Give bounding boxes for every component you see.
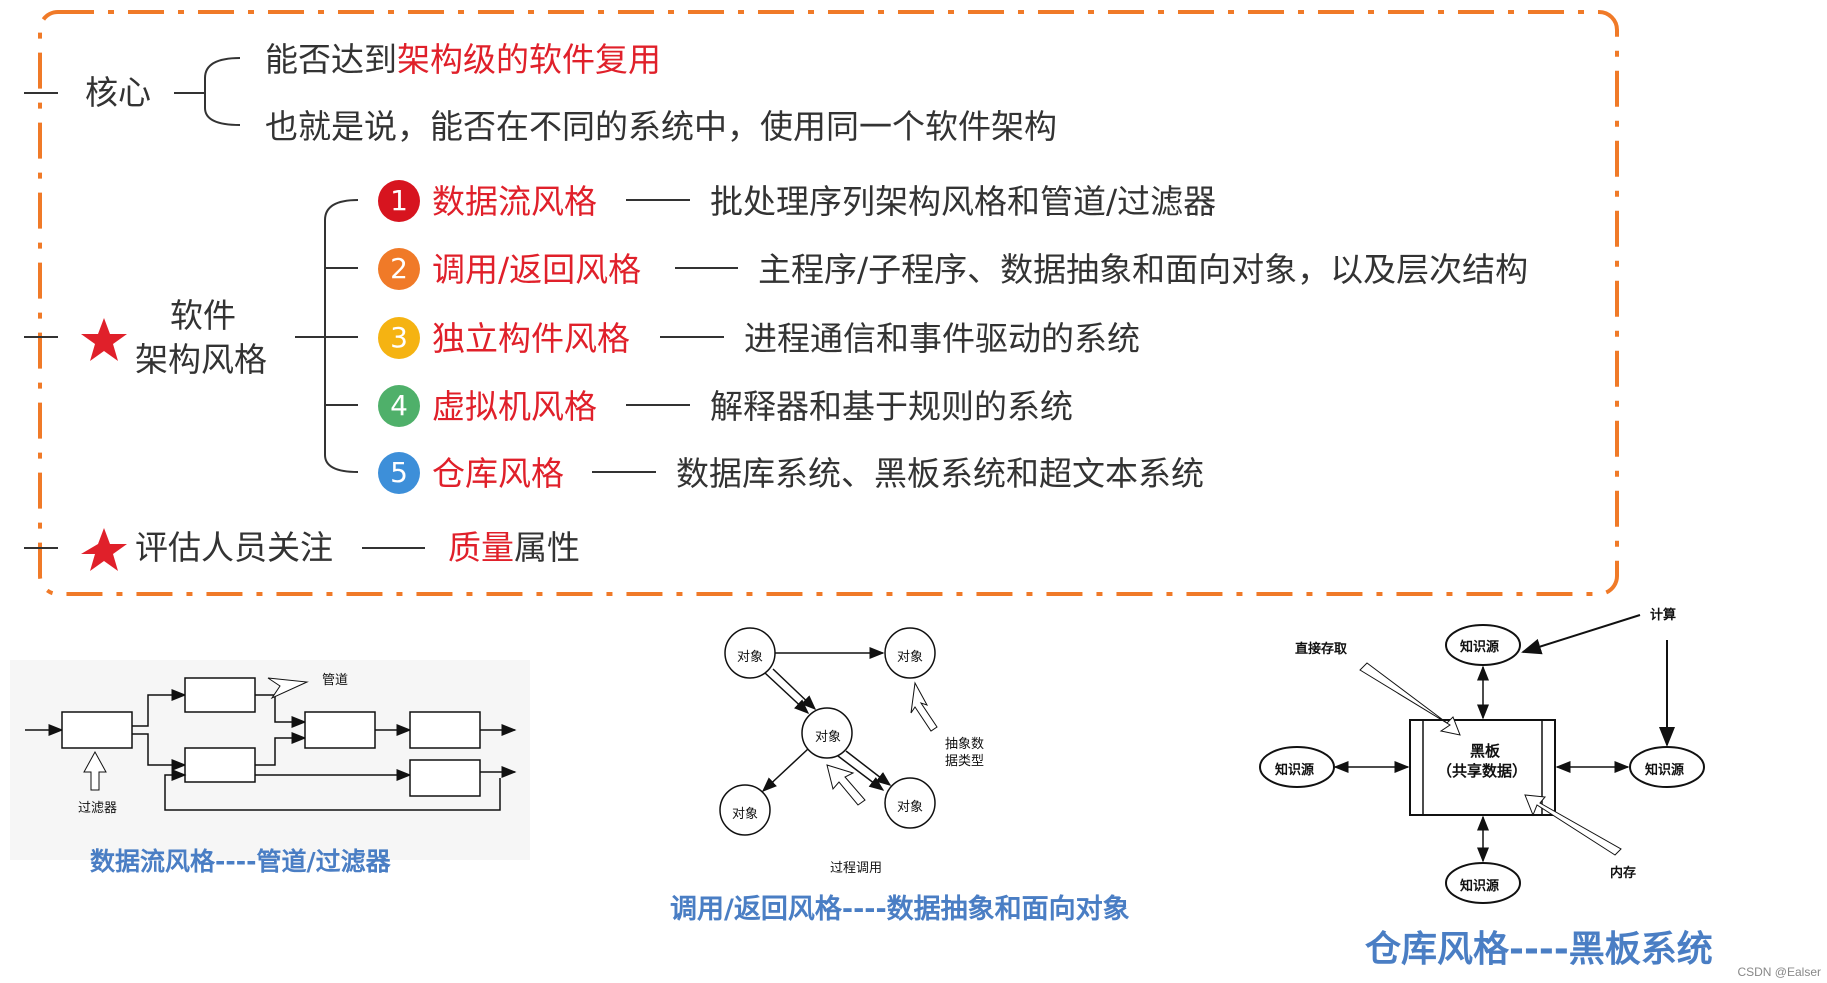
- style-desc: 解释器和基于规则的系统: [710, 387, 1073, 426]
- style-desc: 主程序/子程序、数据抽象和面向对象，以及层次结构: [758, 250, 1529, 289]
- call-label: 过程调用: [830, 861, 883, 876]
- memory-pointer-icon: [1524, 794, 1622, 856]
- dashed-border: [38, 10, 1619, 596]
- pipe-pointer-icon: [267, 677, 309, 700]
- knowledge-label: 知识源: [1275, 763, 1315, 778]
- knowledge-label: 知识源: [1460, 879, 1500, 894]
- pipe-filter-caption: 数据流风格----管道/过滤器: [90, 847, 391, 876]
- call-return-diagram: [719, 627, 938, 836]
- call-pointer-icon: [826, 764, 866, 806]
- style-name: 调用/返回风格: [432, 250, 642, 289]
- object-node: [801, 707, 853, 759]
- styles-label-line2: 架构风格: [135, 340, 267, 379]
- knowledge-node: [1445, 624, 1521, 666]
- compute-label: 计算: [1650, 608, 1677, 623]
- object-node: [884, 627, 936, 679]
- object-label: 对象: [737, 650, 764, 665]
- object-label: 对象: [897, 800, 924, 815]
- direct-access-pointer-icon: [1359, 662, 1461, 736]
- number-badge-icon: 5: [378, 452, 420, 494]
- core-label: 核心: [85, 73, 151, 112]
- pipe-filter-diagram: [10, 660, 530, 860]
- adt-label-1: 抽象数: [945, 737, 985, 752]
- object-node: [719, 784, 771, 836]
- style-name: 仓库风格: [432, 454, 564, 493]
- star-icon: [81, 528, 127, 571]
- call-return-caption: 调用/返回风格----数据抽象和面向对象: [670, 894, 1130, 925]
- filter-box: [304, 711, 376, 749]
- styles-label-line1: 软件: [170, 296, 236, 335]
- number-badge-icon: 4: [378, 385, 420, 427]
- style-name: 数据流风格: [432, 182, 597, 221]
- adt-pointer-icon: [910, 681, 938, 732]
- knowledge-node: [1445, 862, 1521, 904]
- style-desc: 批处理序列架构风格和管道/过滤器: [710, 182, 1217, 221]
- style-name: 虚拟机风格: [432, 387, 597, 426]
- core-line1: 能否达到架构级的软件复用: [265, 40, 661, 79]
- filter-pointer-icon: [83, 750, 107, 791]
- watermark: CSDN @Ealser: [1737, 965, 1821, 979]
- pipe-label: 管道: [322, 673, 349, 688]
- number-badge-icon: 1: [378, 180, 420, 222]
- knowledge-label: 知识源: [1645, 763, 1685, 778]
- knowledge-node: [1629, 746, 1705, 788]
- knowledge-label: 知识源: [1460, 640, 1500, 655]
- filter-box: [61, 711, 133, 749]
- memory-label: 内存: [1610, 866, 1637, 881]
- blackboard-label-2: （共享数据）: [1437, 762, 1528, 780]
- star-icon: [81, 318, 127, 361]
- filter-box: [184, 677, 256, 713]
- number-badge-icon: 3: [378, 317, 420, 359]
- blackboard-diagram: [1259, 614, 1705, 904]
- object-node: [884, 777, 936, 829]
- style-desc: 进程通信和事件驱动的系统: [744, 319, 1140, 358]
- blackboard-caption: 仓库风格----黑板系统: [1365, 929, 1713, 970]
- blackboard-label-1: 黑板: [1470, 742, 1501, 760]
- filter-label: 过滤器: [78, 801, 118, 816]
- object-label: 对象: [732, 807, 759, 822]
- filter-box: [409, 759, 481, 797]
- direct-access-label: 直接存取: [1295, 642, 1348, 657]
- filter-box: [409, 711, 481, 749]
- core-line2: 也就是说，能否在不同的系统中，使用同一个软件架构: [265, 107, 1057, 146]
- style-name: 独立构件风格: [432, 319, 630, 358]
- object-label: 对象: [897, 650, 924, 665]
- number-badge-icon: 2: [378, 248, 420, 290]
- filter-box: [184, 747, 256, 783]
- evaluator-label: 评估人员关注: [135, 528, 333, 567]
- evaluator-focus: 质量属性: [448, 528, 580, 567]
- style-desc: 数据库系统、黑板系统和超文本系统: [676, 454, 1204, 493]
- object-label: 对象: [815, 730, 842, 745]
- adt-label-2: 据类型: [945, 754, 985, 769]
